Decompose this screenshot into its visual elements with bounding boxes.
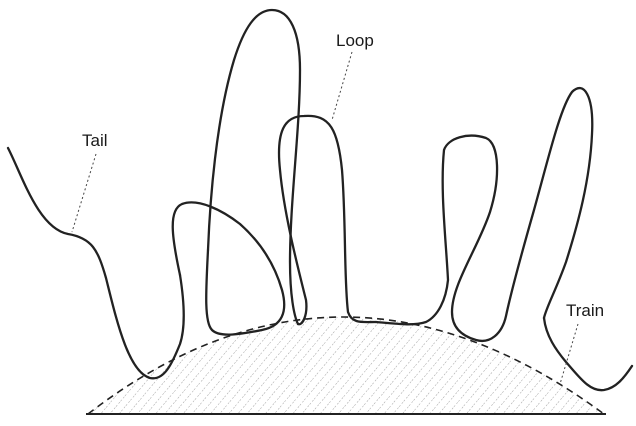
leader-tail (72, 154, 96, 232)
chain-loop-1 (173, 202, 284, 334)
chain-train-mid (376, 88, 592, 341)
leader-loop (332, 52, 352, 120)
label-loop-group: Loop (332, 31, 374, 120)
label-train-group: Train (560, 301, 604, 384)
leader-train (560, 324, 578, 384)
label-tail-group: Tail (72, 131, 108, 232)
chain-tail-right (544, 318, 632, 390)
label-loop: Loop (336, 31, 374, 50)
chain-tail-left (8, 148, 184, 378)
chain-loop-tall (208, 10, 300, 324)
chain-loop-center (279, 116, 376, 324)
label-train: Train (566, 301, 604, 320)
label-tail: Tail (82, 131, 108, 150)
adsorbing-surface (86, 317, 606, 414)
